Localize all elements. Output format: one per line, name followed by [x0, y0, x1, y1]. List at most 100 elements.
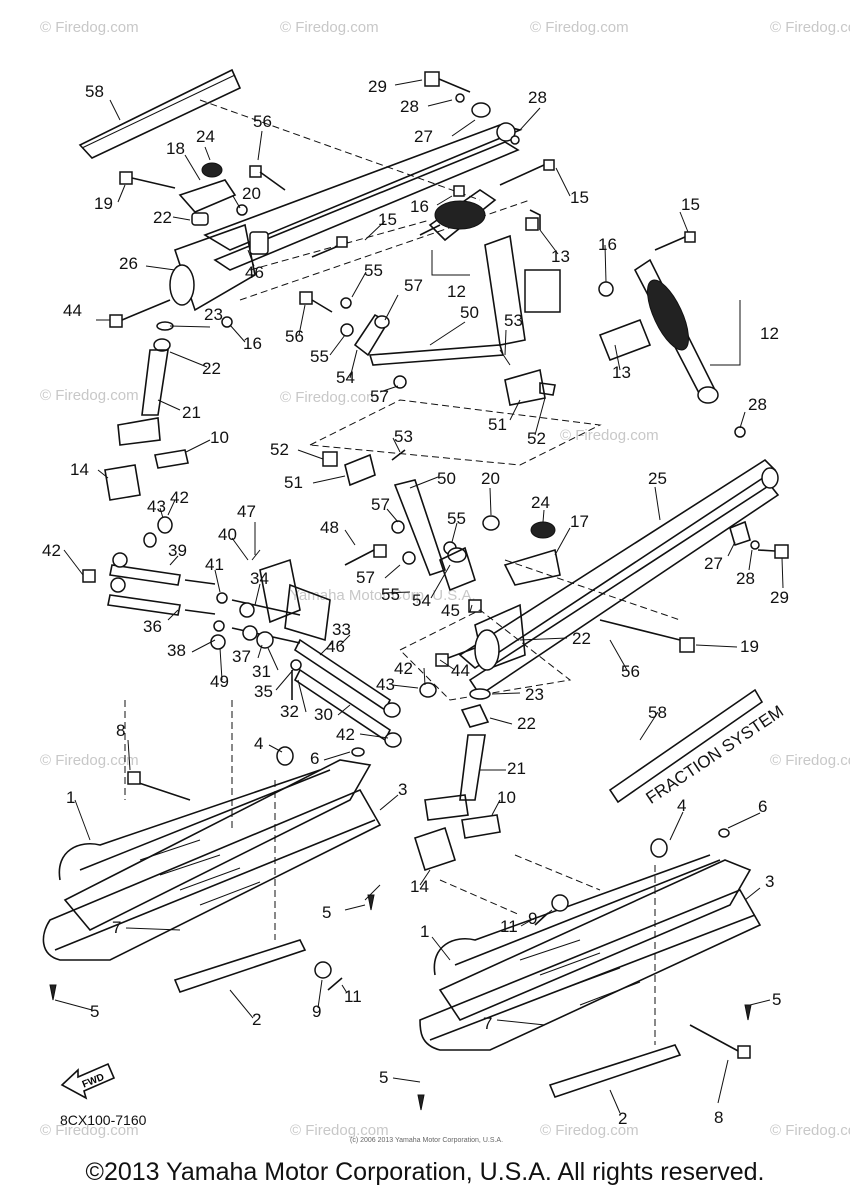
center-watermark: Yamaha Motor Corp. U.S.A. [290, 587, 476, 604]
callout-19: 19 [740, 637, 759, 656]
callout-28: 28 [400, 97, 419, 116]
tiny-copyright: (c) 2006 2013 Yamaha Motor Corporation, … [350, 1137, 504, 1144]
callout-53: 53 [394, 427, 413, 446]
callout-22: 22 [517, 714, 536, 733]
callout-57: 57 [356, 568, 375, 587]
callout-55: 55 [381, 585, 400, 604]
callout-6: 6 [758, 797, 767, 816]
watermark: © Firedog.com [770, 752, 850, 769]
callout-51: 51 [488, 415, 507, 434]
callout-2: 2 [618, 1109, 627, 1128]
callout-44: 44 [451, 661, 470, 680]
callout-21: 21 [182, 403, 201, 422]
callout-55: 55 [310, 347, 329, 366]
watermark: © Firedog.com [280, 389, 379, 406]
callout-5: 5 [772, 990, 781, 1009]
callout-9: 9 [528, 909, 537, 928]
callout-23: 23 [204, 305, 223, 324]
callout-49: 49 [210, 672, 229, 691]
callout-5: 5 [90, 1002, 99, 1021]
callout-53: 53 [504, 311, 523, 330]
callout-8: 8 [116, 721, 125, 740]
callout-38: 38 [167, 641, 186, 660]
callout-1: 1 [420, 922, 429, 941]
callout-15: 15 [570, 188, 589, 207]
callout-46: 46 [245, 263, 264, 282]
callout-29: 29 [368, 77, 387, 96]
callout-43: 43 [376, 675, 395, 694]
callout-56: 56 [621, 662, 640, 681]
callout-46: 46 [326, 637, 345, 656]
callout-28: 28 [528, 88, 547, 107]
callout-51: 51 [284, 473, 303, 492]
callout-5: 5 [322, 903, 331, 922]
callout-20: 20 [481, 469, 500, 488]
callout-11: 11 [344, 987, 362, 1006]
callout-35: 35 [254, 682, 273, 701]
callout-7: 7 [483, 1014, 492, 1033]
callout-15: 15 [681, 195, 700, 214]
callout-10: 10 [497, 788, 516, 807]
callout-55: 55 [447, 509, 466, 528]
callout-24: 24 [531, 493, 550, 512]
callout-16: 16 [243, 334, 262, 353]
watermarks: © Firedog.com © Firedog.com © Firedog.co… [40, 19, 850, 1139]
callout-41: 41 [205, 555, 224, 574]
callout-10: 10 [210, 428, 229, 447]
callout-13: 13 [612, 363, 631, 382]
callout-4: 4 [254, 734, 263, 753]
callout-43: 43 [147, 497, 166, 516]
callout-52: 52 [270, 440, 289, 459]
callout-12: 12 [760, 324, 779, 343]
callout-40: 40 [218, 525, 237, 544]
left-ski [42, 700, 382, 1001]
callout-33: 33 [332, 620, 351, 639]
callout-50: 50 [437, 469, 456, 488]
callout-34: 34 [250, 569, 269, 588]
watermark: © Firedog.com [770, 19, 850, 36]
callout-32: 32 [280, 702, 299, 721]
callout-54: 54 [412, 591, 431, 610]
callout-1: 1 [66, 788, 75, 807]
callout-45: 45 [441, 601, 460, 620]
callout-28: 28 [736, 569, 755, 588]
right-ski [414, 826, 762, 1111]
arm-linkage [82, 464, 437, 748]
watermark: © Firedog.com [40, 1122, 139, 1139]
callout-8: 8 [714, 1108, 723, 1127]
callout-21: 21 [507, 759, 526, 778]
callout-22: 22 [153, 208, 172, 227]
watermark: © Firedog.com [40, 19, 139, 36]
callout-27: 27 [704, 554, 723, 573]
callout-52: 52 [527, 429, 546, 448]
callout-11: 11 [500, 917, 518, 936]
callout-25: 25 [648, 469, 667, 488]
watermark: © Firedog.com [40, 752, 139, 769]
callout-58: 58 [648, 703, 667, 722]
callout-22: 22 [572, 629, 591, 648]
watermark: © Firedog.com [530, 19, 629, 36]
callout-17: 17 [570, 512, 589, 531]
callout-57: 57 [371, 495, 390, 514]
callout-54: 54 [336, 368, 355, 387]
callout-39: 39 [168, 541, 187, 560]
callout-18: 18 [166, 139, 185, 158]
callout-7: 7 [112, 918, 121, 937]
callout-42: 42 [394, 659, 413, 678]
callout-14: 14 [70, 460, 89, 479]
callout-24: 24 [196, 127, 215, 146]
diagram-code: 8CX100-7160 [60, 1112, 147, 1128]
callout-28: 28 [748, 395, 767, 414]
callout-29: 29 [770, 588, 789, 607]
callout-44: 44 [63, 301, 82, 320]
lower-rail-assembly: FRACTION SYSTEM [322, 426, 789, 839]
callout-56: 56 [285, 327, 304, 346]
callout-20: 20 [242, 184, 261, 203]
callout-9: 9 [312, 1002, 321, 1021]
callout-14: 14 [410, 877, 429, 896]
callout-56: 56 [253, 112, 272, 131]
callout-13: 13 [551, 247, 570, 266]
watermark: © Firedog.com [560, 427, 659, 444]
callout-58: 58 [85, 82, 104, 101]
callout-4: 4 [677, 796, 686, 815]
